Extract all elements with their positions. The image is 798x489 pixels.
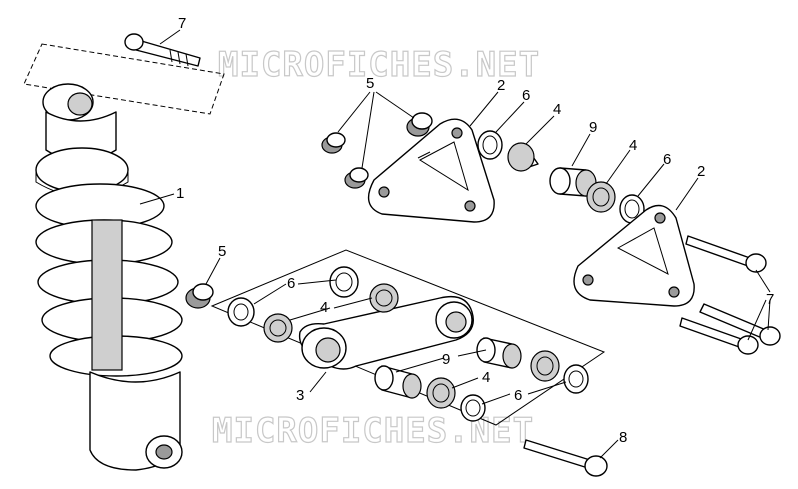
bolt-dashed-frame: [23, 43, 225, 115]
callout-5-upper: 5: [366, 75, 374, 92]
leader-lines: [139, 29, 771, 459]
bolt-7-right-a: [685, 235, 767, 273]
callout-2-right: 2: [697, 163, 705, 180]
washer-6-lower-d: [460, 394, 486, 422]
bolt-8: [523, 439, 608, 477]
callout-7-top: 7: [178, 15, 186, 32]
shock-absorber: [23, 43, 225, 471]
bearing-4-upper-b: [586, 181, 616, 213]
linkage-plate-upper: [367, 118, 495, 223]
bearing-4-lower-b: [369, 283, 399, 313]
callout-6-lower-b: 6: [514, 387, 522, 404]
spacer-9-lower-a: [476, 337, 522, 369]
callout-6-lower-a: 6: [287, 275, 295, 292]
cap-5-b: [344, 167, 369, 189]
washer-6-lower-c: [563, 364, 589, 394]
bearing-4-lower-c: [530, 350, 560, 382]
link-arm-3: [298, 295, 474, 370]
callout-4-upper-b: 4: [629, 137, 637, 154]
cap-5-d: [185, 283, 214, 309]
watermark-top: MICROFICHES.NET: [218, 45, 540, 85]
callout-7-right: 7: [766, 291, 774, 308]
callout-5-lower: 5: [218, 243, 226, 260]
bearing-4-lower-a: [263, 313, 293, 343]
washer-6-lower-b: [329, 266, 359, 298]
callout-4-lower-a: 4: [320, 299, 328, 316]
callout-9-upper: 9: [589, 119, 597, 136]
callout-3: 3: [296, 387, 304, 404]
washer-6-lower-a: [227, 297, 255, 327]
callout-1: 1: [176, 185, 184, 202]
linkage-plate-lower-right: [573, 204, 695, 307]
washer-6-upper-a: [477, 130, 503, 160]
callout-labels: 7 1 5 2 6 4 9 4 6 2 5 6 4 3 9 4 6 7 8: [176, 15, 774, 446]
callout-6-upper-b: 6: [663, 151, 671, 168]
callout-4-upper-a: 4: [553, 101, 561, 118]
bolt-7-right-c: [679, 317, 759, 355]
callout-2-upper: 2: [497, 77, 505, 94]
callout-8: 8: [619, 429, 627, 446]
callout-9-lower: 9: [442, 351, 450, 368]
spacer-9-lower-b: [374, 365, 422, 399]
watermark-bottom: MICROFICHES.NET: [212, 411, 534, 451]
callout-6-upper-a: 6: [522, 87, 530, 104]
cap-5-a: [321, 132, 346, 154]
bearing-4-upper-a: [507, 142, 539, 172]
bolt-7-right-b: [699, 303, 781, 346]
bearing-4-lower-d: [426, 377, 456, 409]
bolt-7-top: [124, 33, 201, 67]
cap-5-c: [406, 112, 433, 137]
callout-4-lower-b: 4: [482, 369, 490, 386]
